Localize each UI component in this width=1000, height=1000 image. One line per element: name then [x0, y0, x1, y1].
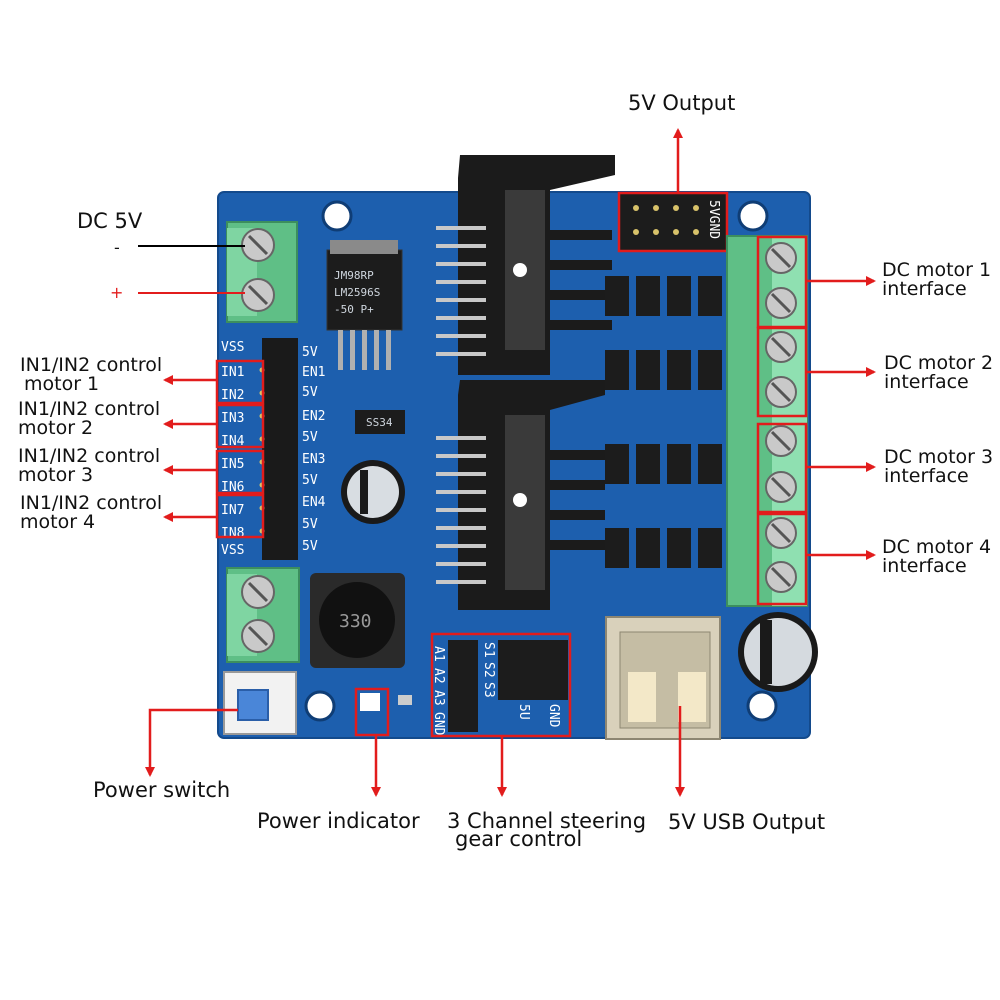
- svg-text:5V: 5V: [302, 345, 318, 360]
- vss-label: VSS: [221, 340, 244, 355]
- motor1-control-label-2: motor 1: [24, 373, 100, 395]
- steering-label-2: gear control: [455, 827, 583, 851]
- mount-hole-icon: [737, 200, 769, 232]
- svg-text:A3: A3: [431, 690, 446, 706]
- svg-text:330: 330: [339, 611, 372, 632]
- capacitor-right: [738, 612, 818, 692]
- power-terminal-block: [226, 221, 298, 323]
- motor3-control-label: IN1/IN2 control: [18, 445, 161, 467]
- dc-motor4-label-2: interface: [882, 555, 967, 577]
- servo-header: A1 A2 A3 GND S1 S2 S3 5U GND: [431, 640, 568, 736]
- in-pin-labels: VSS IN1 IN2 IN3 IN4 IN5 IN6 IN7 IN8 VSS: [221, 340, 245, 558]
- svg-text:S2: S2: [481, 662, 496, 678]
- svg-text:5V: 5V: [302, 517, 318, 532]
- en-pin-labels: 5V EN1 5V EN2 5V EN3 5V EN4 5V 5V: [302, 345, 326, 554]
- power-led: [360, 693, 412, 711]
- in8-label: IN8: [221, 526, 244, 541]
- in4-label: IN4: [221, 434, 245, 449]
- in2-label: IN2: [221, 388, 244, 403]
- dc-motor2-label: DC motor 2: [884, 352, 994, 374]
- svg-text:S3: S3: [481, 682, 496, 698]
- capacitor-left: [341, 460, 405, 524]
- motor2-control-label: IN1/IN2 control: [18, 398, 161, 420]
- svg-text:GND: GND: [431, 712, 446, 736]
- dc-motor3-label: DC motor 3: [884, 446, 994, 468]
- led-highlight-box: [354, 687, 390, 737]
- svg-text:5V: 5V: [302, 539, 318, 554]
- power-indicator-label: Power indicator: [257, 809, 420, 833]
- dc-motor2-label-2: interface: [884, 371, 969, 393]
- control-header: [259, 338, 298, 560]
- svg-text:A1: A1: [431, 646, 446, 662]
- output-highlight-box: [617, 191, 729, 253]
- usb-output-label: 5V USB Output: [668, 810, 826, 834]
- 5v-output-header: 5VGND: [620, 194, 726, 250]
- svg-text:LM2596S: LM2596S: [334, 286, 380, 299]
- svg-text:A2: A2: [431, 668, 446, 684]
- diode-array: [605, 276, 722, 568]
- svg-text:-50 P+: -50 P+: [334, 303, 374, 316]
- in6-label: IN6: [221, 480, 244, 495]
- svg-text:SS34: SS34: [366, 416, 393, 429]
- svg-text:5V: 5V: [302, 430, 318, 445]
- usb-port: [605, 616, 721, 740]
- svg-text:5VGND: 5VGND: [706, 200, 721, 239]
- svg-text:5U: 5U: [516, 704, 531, 720]
- regulator-chip: JM98RP LM2596S -50 P+: [326, 240, 403, 370]
- plus-label: +: [110, 283, 124, 302]
- dc5v-label: DC 5V: [77, 209, 143, 233]
- mount-hole-icon: [746, 690, 778, 722]
- vcc-terminal-block: [226, 567, 300, 663]
- in5-label: IN5: [221, 457, 244, 472]
- svg-text:JM98RP: JM98RP: [334, 269, 374, 282]
- heatsink-upper: [458, 155, 615, 375]
- svg-text:S1: S1: [481, 642, 496, 658]
- in1-label: IN1: [221, 365, 244, 380]
- 5v-output-label: 5V Output: [628, 91, 736, 115]
- svg-text:EN3: EN3: [302, 452, 325, 467]
- motor2-control-label-2: motor 2: [18, 417, 94, 439]
- dc-motor1-label: DC motor 1: [882, 259, 992, 281]
- motor4-control-label: IN1/IN2 control: [20, 492, 163, 514]
- annotation-arrows: [145, 128, 876, 797]
- ss34-diode: SS34: [355, 410, 405, 434]
- svg-text:EN1: EN1: [302, 365, 325, 380]
- driver-pins: [436, 226, 486, 584]
- in7-label: IN7: [221, 503, 244, 518]
- mount-hole-icon: [321, 200, 353, 232]
- power-switch[interactable]: [223, 671, 297, 735]
- mount-hole-icon: [304, 690, 336, 722]
- svg-text:EN4: EN4: [302, 495, 326, 510]
- power-switch-label: Power switch: [93, 778, 231, 802]
- vss-label-2: VSS: [221, 543, 244, 558]
- svg-text:5V: 5V: [302, 385, 318, 400]
- steering-label: 3 Channel steering: [447, 809, 647, 833]
- dc-motor4-label: DC motor 4: [882, 536, 992, 558]
- heatsink-lower: [458, 380, 605, 610]
- motor3-control-label-2: motor 3: [18, 464, 94, 486]
- svg-text:5V: 5V: [302, 473, 318, 488]
- svg-text:GND: GND: [546, 704, 561, 728]
- motor1-control-label: IN1/IN2 control: [20, 354, 163, 376]
- motor-terminals: [726, 235, 808, 607]
- dc-motor3-label-2: interface: [884, 465, 969, 487]
- inductor: 330: [310, 573, 405, 668]
- in3-label: IN3: [221, 411, 244, 426]
- motor4-control-label-2: motor 4: [20, 511, 96, 533]
- dc-motor1-label-2: interface: [882, 278, 967, 300]
- svg-text:EN2: EN2: [302, 409, 325, 424]
- minus-label: -: [114, 238, 120, 257]
